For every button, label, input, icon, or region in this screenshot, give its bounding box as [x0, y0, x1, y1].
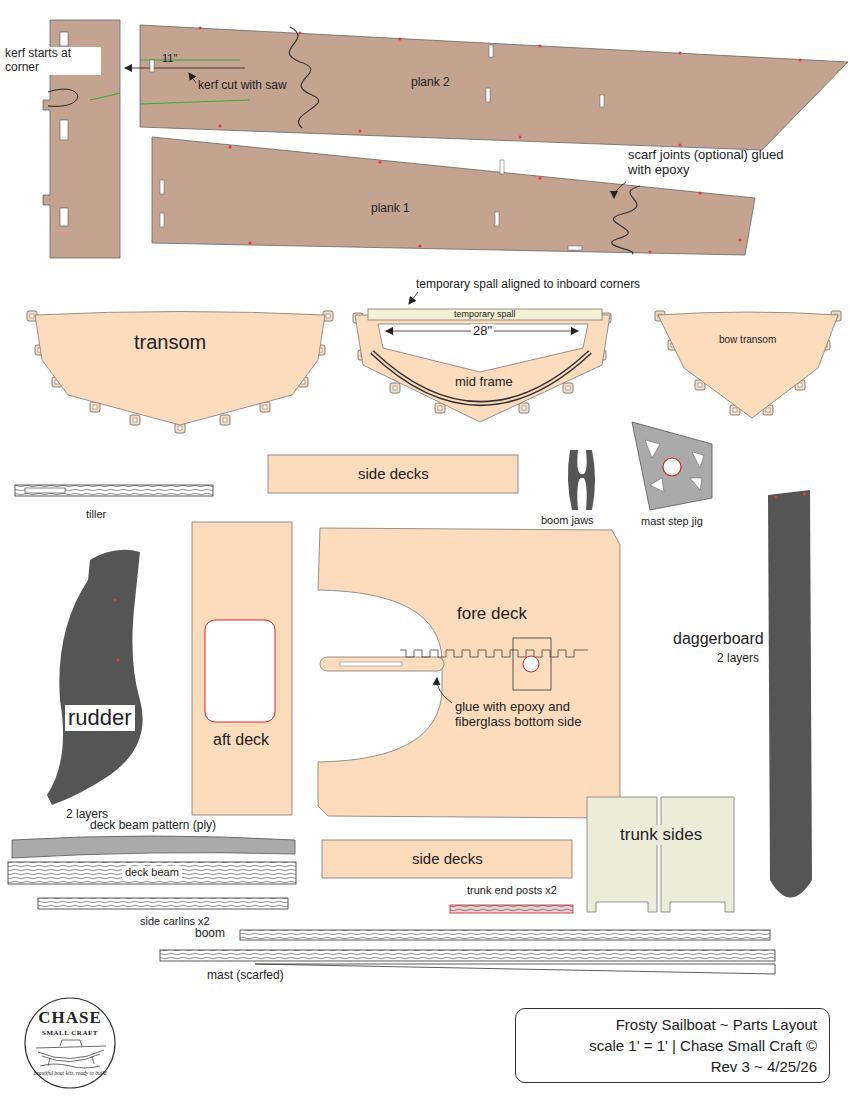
plank-part: plank 2	[408, 75, 453, 89]
logo-text: SMALL CRAFT	[25, 1029, 115, 1037]
deck-part: side decks	[409, 850, 486, 868]
part-label: mid frame	[455, 374, 513, 390]
part-label: transom	[134, 330, 206, 354]
part-label: side decks	[358, 465, 429, 483]
transom-part: transom	[131, 330, 209, 354]
dimension: 11"	[162, 52, 177, 65]
part-label: side decks	[412, 850, 483, 868]
part-label: plank 2	[411, 75, 450, 89]
note: kerf cut with saw	[198, 79, 287, 93]
title-text: Rev 3 ~ 4/25/26	[528, 1056, 817, 1077]
deck-part: fore deck	[454, 604, 530, 624]
title-text: Frosty Sailboat ~ Parts Layout	[528, 1014, 817, 1035]
part-label: temporary spall	[454, 309, 516, 320]
part-name: side carlins x2	[140, 915, 210, 928]
part-label: plank 1	[371, 201, 410, 215]
logo-text: CHASE	[25, 1008, 115, 1028]
plank-part: plank 1	[368, 201, 413, 215]
part-name: boom jaws	[541, 514, 594, 527]
part-label: trunk sides	[620, 825, 702, 845]
part-name: deck beam pattern (ply)	[90, 819, 216, 833]
beam-part: deck beam	[122, 866, 182, 879]
deck-part: aft deck	[210, 730, 272, 749]
part-label: fore deck	[457, 604, 527, 624]
dimension: 28"	[471, 324, 494, 339]
trunk-part: trunk sides	[617, 825, 705, 845]
note: 2 layers	[717, 652, 759, 666]
frame-part: mid frame	[452, 374, 516, 390]
part-label: deck beam	[125, 866, 179, 879]
spall-part: temporary spall	[451, 309, 519, 320]
title-block: Frosty Sailboat ~ Parts Layoutscale 1' =…	[515, 1008, 830, 1083]
logo-text: beautiful boat kits, ready to build	[25, 1070, 115, 1077]
note: glue with epoxy and fiberglass bottom si…	[455, 700, 605, 730]
part-name: mast step jig	[641, 515, 703, 528]
part-name: mast (scarfed)	[207, 969, 284, 983]
note: scarf joints (optional) glued with epoxy	[628, 148, 810, 178]
deck-part: side decks	[355, 465, 432, 483]
part-name: daggerboard	[673, 630, 764, 648]
title-text: scale 1' = 1' | Chase Small Craft ©	[528, 1035, 817, 1056]
part-name: tiller	[86, 508, 106, 521]
note: temporary spall aligned to inboard corne…	[416, 278, 640, 292]
note: kerf starts at corner	[3, 47, 101, 75]
part-name: trunk end posts x2	[467, 884, 557, 897]
part-label: aft deck	[213, 730, 269, 749]
part-label: rudder	[68, 705, 132, 731]
part-name: boom	[195, 927, 225, 941]
part-label: bow transom	[719, 334, 776, 346]
logo-badge: CHASESMALL CRAFT beautiful boat kits, rea…	[25, 998, 115, 1088]
transom-part: bow transom	[716, 334, 779, 346]
rudder-part: rudder	[65, 705, 135, 731]
